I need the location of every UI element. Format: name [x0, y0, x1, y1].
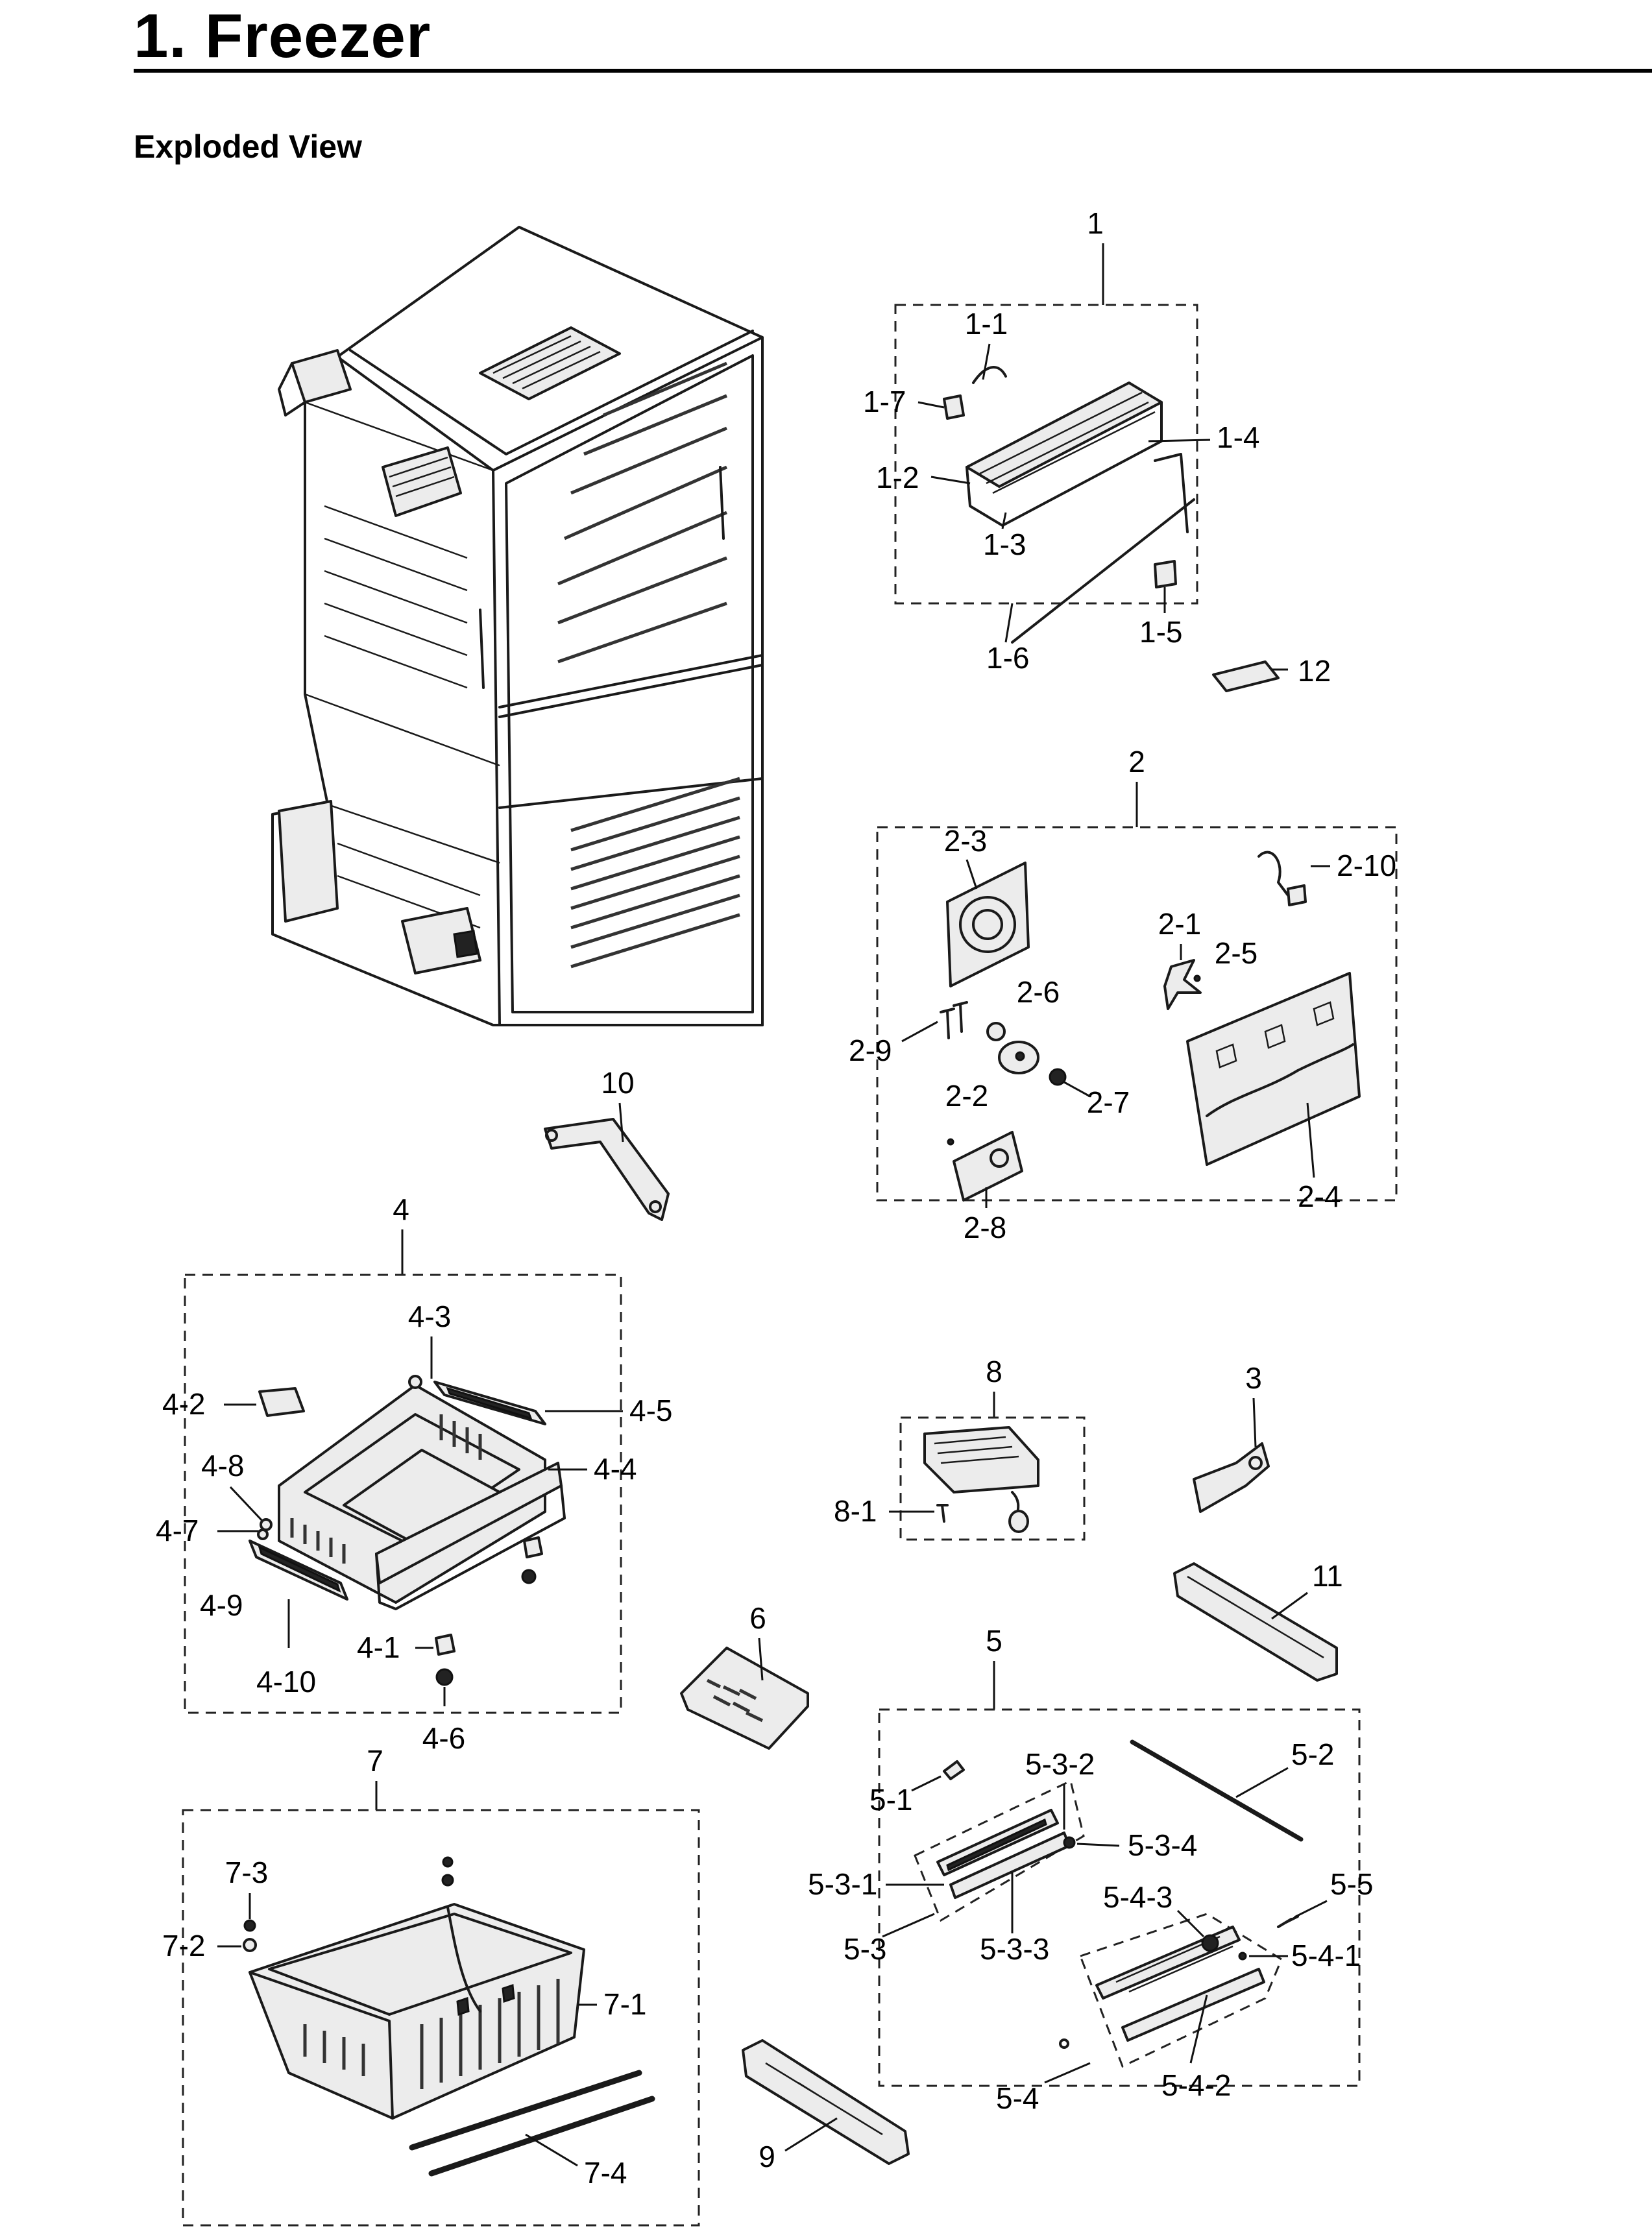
callout-1-3: 1-3: [983, 527, 1026, 561]
part-6: 6: [680, 1601, 809, 1750]
group-1-box: [894, 304, 1198, 605]
callout-7-4: 7-4: [584, 2156, 627, 2190]
callout-10: 10: [601, 1066, 634, 1100]
callout-1-7: 1-7: [863, 385, 906, 418]
callout-5-3-2: 5-3-2: [1025, 1747, 1095, 1781]
callout-4-2: 4-2: [162, 1387, 205, 1421]
group-7-lower-basket: 7 7-3 7-2 7-1 7-4: [162, 1744, 700, 2227]
callout-5-4-3: 5-4-3: [1103, 1880, 1172, 1914]
callout-2-10: 2-10: [1337, 849, 1396, 882]
callout-4-8: 4-8: [201, 1449, 244, 1482]
callout-2-7: 2-7: [1087, 1085, 1130, 1119]
callout-2-1: 2-1: [1158, 907, 1201, 941]
callout-8: 8: [986, 1355, 1002, 1388]
group-8-ice-maker: 8 8-1: [834, 1355, 1086, 1541]
group-4-box: [184, 1274, 622, 1714]
callout-5-5: 5-5: [1330, 1867, 1373, 1901]
callout-2-5: 2-5: [1215, 936, 1257, 970]
part-9: 9: [742, 2039, 910, 2173]
callout-5-3-4: 5-3-4: [1128, 1828, 1197, 1862]
callout-2-9: 2-9: [849, 1034, 892, 1067]
part-11: 11: [1173, 1559, 1343, 1682]
group-1-evaporator: 1 1-1 1-7 1-2 1-3 1-4 1-5 1-6: [863, 206, 1259, 675]
part-12: 12: [1212, 654, 1331, 692]
group-4-upper-drawer: 4 4-2 4-3 4-5 4-4 4-8 4-7: [156, 1192, 672, 1755]
part-10: 10: [544, 1066, 670, 1221]
callout-5-3: 5-3: [844, 1932, 886, 1966]
callout-4-5: 4-5: [629, 1394, 672, 1427]
callout-4-7: 4-7: [156, 1514, 199, 1547]
callout-4-3: 4-3: [408, 1300, 451, 1333]
group-5-3-box: [914, 1779, 1085, 1922]
title-rule: [134, 69, 1652, 73]
callout-1-4: 1-4: [1217, 420, 1259, 454]
callout-4: 4: [393, 1192, 409, 1226]
group-5-box: [878, 1708, 1361, 2087]
part-3: 3: [1193, 1361, 1270, 1513]
callout-2-4: 2-4: [1298, 1179, 1341, 1213]
callout-5: 5: [986, 1624, 1002, 1658]
callout-2-8: 2-8: [964, 1211, 1006, 1244]
callout-5-3-3: 5-3-3: [980, 1932, 1049, 1966]
callout-5-3-1: 5-3-1: [808, 1867, 877, 1901]
callout-1: 1: [1087, 206, 1104, 240]
callout-1-1: 1-1: [965, 307, 1008, 341]
group-7-box: [182, 1809, 700, 2227]
callout-2-6: 2-6: [1017, 975, 1060, 1009]
callout-1-2: 1-2: [876, 461, 919, 494]
callout-5-4-2: 5-4-2: [1161, 2068, 1231, 2102]
callout-9: 9: [759, 2140, 775, 2173]
freezer-cabinet-drawing: [271, 226, 764, 1026]
callout-11: 11: [1312, 1559, 1343, 1593]
callout-3: 3: [1245, 1361, 1262, 1395]
callout-12: 12: [1298, 654, 1331, 688]
callout-2: 2: [1128, 745, 1145, 779]
section-subtitle: Exploded View: [134, 128, 362, 165]
callout-4-4: 4-4: [594, 1452, 637, 1486]
callout-6: 6: [749, 1601, 766, 1635]
group-8-box: [899, 1416, 1086, 1541]
callout-5-1: 5-1: [869, 1783, 912, 1817]
callout-7-2: 7-2: [162, 1929, 205, 1963]
callout-1-5: 1-5: [1139, 615, 1182, 649]
callout-4-1: 4-1: [357, 1630, 400, 1664]
callout-7-3: 7-3: [225, 1856, 268, 1889]
callout-2-2: 2-2: [945, 1079, 988, 1113]
group-2-fan-assembly: 2 2-3 2-10 2-1 2-5 2-4 2-9 2-6: [849, 745, 1398, 1244]
callout-7: 7: [367, 1744, 383, 1778]
callout-4-10: 4-10: [256, 1665, 316, 1699]
callout-7-1: 7-1: [603, 1987, 646, 2021]
callout-1-6: 1-6: [986, 641, 1029, 675]
callout-4-6: 4-6: [422, 1721, 465, 1755]
group-2-box: [876, 826, 1398, 1202]
page-title: 1. Freezer: [134, 1, 431, 71]
group-5-rails: 5 5-2 5-1 5-3-2 5-3-4 5-3-1 5-3 5-3-3 5-…: [808, 1624, 1373, 2115]
callout-4-9: 4-9: [200, 1588, 243, 1622]
callout-2-3: 2-3: [944, 824, 987, 858]
callout-8-1: 8-1: [834, 1494, 877, 1528]
group-5-4-box: [1079, 1913, 1283, 2068]
callout-5-4: 5-4: [996, 2081, 1039, 2115]
callout-5-2: 5-2: [1291, 1737, 1334, 1771]
callout-5-4-1: 5-4-1: [1291, 1939, 1361, 1972]
